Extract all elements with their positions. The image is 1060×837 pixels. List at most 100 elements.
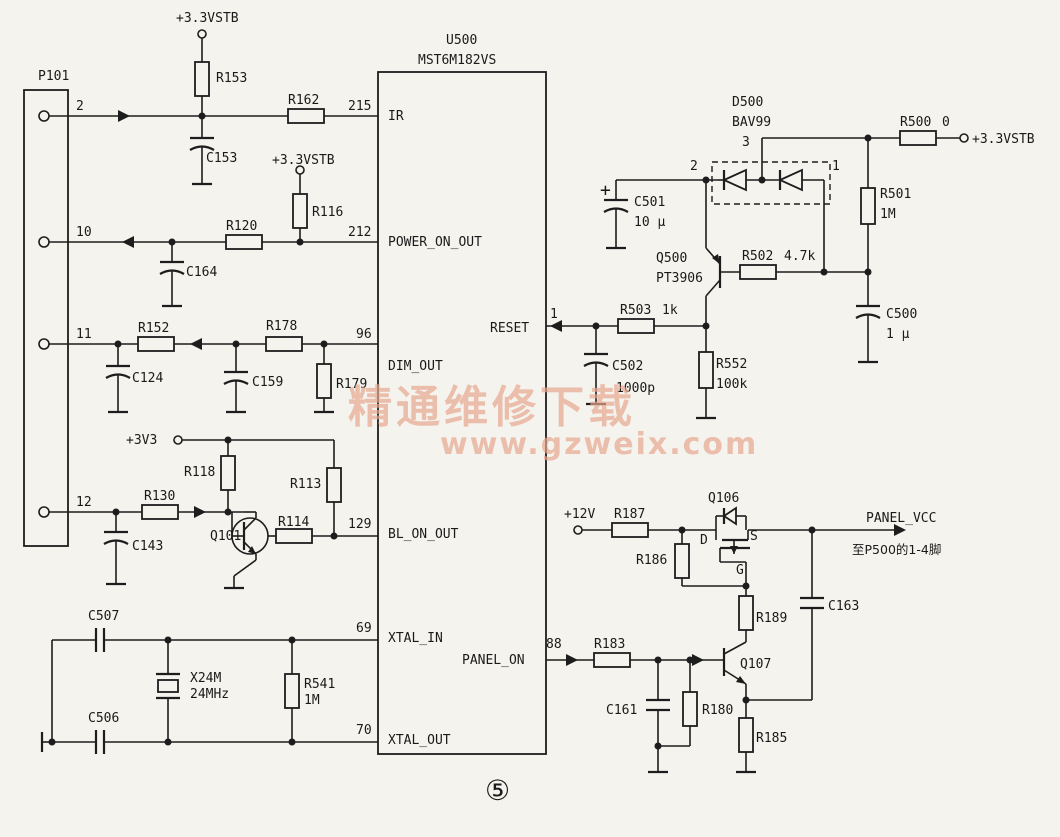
diode-d500 [711,138,831,205]
label-d500: D500 [732,95,763,110]
pin-xtal-in-name: XTAL_IN [388,631,443,646]
resistor-r113 [326,467,342,503]
resistor-r503 [617,318,655,334]
p101-pin-2-terminal [38,110,50,122]
resistor-r502 [739,264,777,280]
rail-label-stb: +3.3VSTB [176,11,239,26]
pin-dim-out-num: 96 [356,327,372,342]
p101-pin-10-terminal [38,236,50,248]
ic-u500: U500 MST6M182VS IR 215 POWER_ON_OUT 212 … [348,33,562,755]
label-r541-val: 1M [304,693,320,708]
label-r186: R186 [636,553,667,568]
net-reset: 1 R503 1k C502 1000p R552 100k Q500 [546,95,1035,420]
resistor-r162 [287,108,325,124]
label-c163: C163 [828,599,859,614]
label-r501: R501 [880,187,911,202]
label-r503: R503 [620,303,651,318]
resistor-r552 [698,351,714,389]
resistor-r189 [738,595,754,631]
label-r541: R541 [304,677,335,692]
pin-xtal-out-num: 70 [356,723,372,738]
connector-ref: P101 [38,69,69,84]
resistor-r180 [682,691,698,727]
label-r116: R116 [312,205,343,220]
p101-pin-11-terminal [38,338,50,350]
resistor-r116 [292,193,308,229]
pin-ir-name: IR [388,109,404,124]
pin-bl-on-out-name: BL_ON_OUT [388,527,459,542]
d500-pin-3: 3 [742,135,750,150]
pin-power-on-out-name: POWER_ON_OUT [388,235,482,250]
transistor-q500 [705,247,740,326]
pin-panel-on-num: 88 [546,637,562,652]
resistor-r152 [137,336,175,352]
label-r501-val: 1M [880,207,896,222]
q106-pin-g: G [736,563,744,578]
rail-label-stb-right: +3.3VSTB [972,132,1035,147]
label-r187: R187 [614,507,645,522]
pin-reset-name: RESET [490,321,529,336]
rail-terminal-12v [573,525,583,535]
label-q107: Q107 [740,657,771,672]
label-r120: R120 [226,219,257,234]
ic-part-number: MST6M182VS [418,53,496,68]
label-c507: C507 [88,609,119,624]
pin-dim-out-name: DIM_OUT [388,359,443,374]
label-r130: R130 [144,489,175,504]
net-bl-on-out: +3V3 R118 R113 R130 C143 [49,433,378,590]
pin-xtal-out-name: XTAL_OUT [388,733,451,748]
label-r552: R552 [716,357,747,372]
resistor-r541 [284,673,300,709]
label-c506: C506 [88,711,119,726]
d500-pin-2: 2 [690,159,698,174]
rail-label-12v: +12V [564,507,595,522]
resistor-r183 [593,652,631,668]
label-c501-val: 10 μ [634,215,665,230]
label-c159: C159 [252,375,283,390]
mosfet-q106 [715,506,750,574]
transistor-q107 [722,641,747,700]
label-c500-val: 1 μ [886,327,910,342]
label-r500: R500 [900,115,931,130]
net-panel-vcc: +12V R187 Q106 D S G [546,491,941,774]
pin-panel-on-name: PANEL_ON [462,653,525,668]
p101-pin-2-label: 2 [76,99,84,114]
label-r185: R185 [756,731,787,746]
resistor-r179 [316,363,332,399]
label-r178: R178 [266,319,297,334]
resistor-r500 [899,130,937,146]
pin-xtal-in-num: 69 [356,621,372,636]
net-ir: R162 +3.3VSTB R153 C153 [49,11,378,186]
label-q500: Q500 [656,251,687,266]
connector-p101: P101 2 10 11 12 [23,69,92,547]
label-r153: R153 [216,71,247,86]
label-r114: R114 [278,515,309,530]
net-dim-out: R152 R178 C124 C159 R179 [49,319,378,414]
figure-number: ⑤ [485,774,510,807]
pin-ir-num: 215 [348,99,371,114]
rail-terminal-stb [197,29,207,39]
label-r152: R152 [138,321,169,336]
resistor-r187 [611,522,649,538]
watermark-url: www.gzweix.com [440,427,758,462]
label-c153: C153 [206,151,237,166]
label-panel-note: 至P500的1-4脚 [852,542,941,557]
label-r179: R179 [336,377,367,392]
net-power-on-out: R120 C164 +3.3VSTB R116 [49,153,378,308]
ic-ref: U500 [446,33,477,48]
label-panel-vcc: PANEL_VCC [866,511,936,526]
label-r500-val: 0 [942,115,950,130]
resistor-r153 [194,61,210,97]
label-r180: R180 [702,703,733,718]
label-c502-val: 1000p [616,381,655,396]
label-c161: C161 [606,703,637,718]
watermark-cn: 精通维修下载 [348,382,636,433]
label-c124: C124 [132,371,163,386]
resistor-r185 [738,717,754,753]
rail-terminal-3v3 [173,435,183,445]
label-q500-part: PT3906 [656,271,703,286]
p101-pin-12-terminal [38,506,50,518]
label-x24m-freq: 24MHz [190,687,229,702]
resistor-r118 [220,455,236,491]
